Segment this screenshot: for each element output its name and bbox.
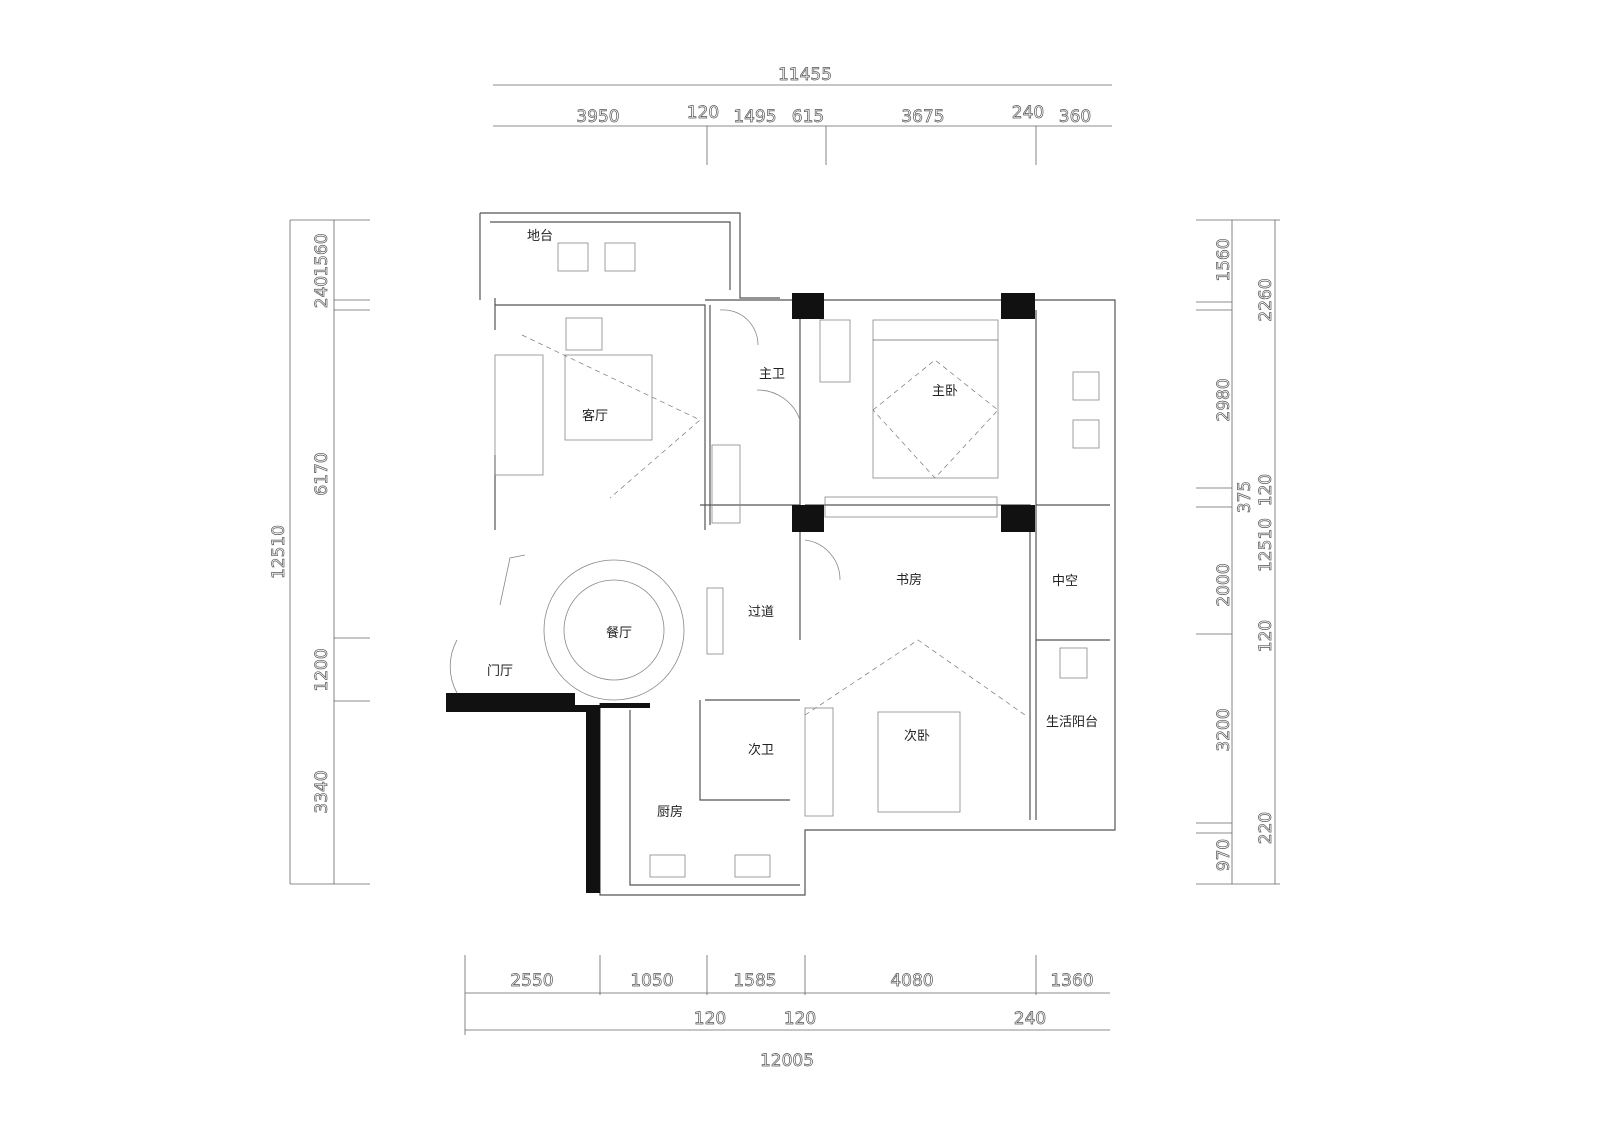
dim-right-outer: 120 bbox=[1256, 620, 1276, 652]
room-label-dining: 餐厅 bbox=[606, 625, 632, 641]
walls bbox=[446, 212, 1116, 896]
dim-top: 120 bbox=[687, 103, 719, 123]
dim-right-outer: 220 bbox=[1256, 812, 1276, 844]
dim-left: 1560 bbox=[312, 233, 332, 276]
dim-top: 3950 bbox=[576, 107, 619, 127]
dim-right: 2980 bbox=[1214, 378, 1234, 421]
room-label-master-bed: 主卧 bbox=[932, 384, 958, 399]
room-label-platform: 地台 bbox=[527, 229, 553, 244]
dim-top-total: 11455 bbox=[778, 65, 832, 85]
dim-top: 3675 bbox=[901, 107, 944, 127]
furniture bbox=[449, 242, 1100, 878]
dim-right-outer: 120 bbox=[1256, 474, 1276, 506]
dim-top: 1495 bbox=[733, 107, 776, 127]
room-label-kitchen: 厨房 bbox=[657, 804, 683, 820]
dim-bottom-small: 240 bbox=[1014, 1009, 1046, 1029]
dim-bottom: 1360 bbox=[1050, 971, 1093, 991]
dim-left: 3340 bbox=[312, 770, 332, 813]
dim-bottom: 1585 bbox=[733, 971, 776, 991]
dim-top: 615 bbox=[792, 107, 824, 127]
dim-bottom-total: 12005 bbox=[760, 1051, 814, 1071]
room-label-foyer: 门厅 bbox=[487, 664, 513, 679]
dim-right: 970 bbox=[1214, 839, 1234, 871]
dimension-lines bbox=[289, 84, 1280, 1035]
dim-top: 360 bbox=[1059, 107, 1091, 127]
room-label-second-bath: 次卫 bbox=[748, 742, 774, 758]
dim-right: 2000 bbox=[1214, 563, 1234, 606]
room-label-second-bed: 次卧 bbox=[904, 728, 930, 744]
column bbox=[1001, 293, 1035, 319]
dim-left: 240 bbox=[312, 276, 332, 308]
dim-bottom: 4080 bbox=[890, 971, 933, 991]
dim-left-total: 12510 bbox=[269, 525, 289, 579]
room-label-void: 中空 bbox=[1052, 574, 1078, 589]
dim-right-outer: 12510 bbox=[1256, 518, 1276, 572]
column bbox=[792, 293, 824, 319]
room-label-study: 书房 bbox=[896, 572, 922, 588]
dim-bottom: 1050 bbox=[630, 971, 673, 991]
dim-right: 1560 bbox=[1214, 238, 1234, 281]
room-label-corridor: 过道 bbox=[748, 605, 774, 620]
column bbox=[792, 505, 824, 532]
dim-bottom-small: 120 bbox=[694, 1009, 726, 1029]
room-label-living: 客厅 bbox=[582, 408, 608, 424]
dim-top: 240 bbox=[1012, 103, 1044, 123]
dim-bottom-small: 120 bbox=[784, 1009, 816, 1029]
room-labels: 地台 客厅 主卫 主卧 书房 中空 过道 餐厅 门厅 次卫 次卧 厨房 生活阳台 bbox=[487, 229, 1098, 820]
wall-solid bbox=[446, 693, 600, 893]
room-label-service-balcony: 生活阳台 bbox=[1046, 715, 1098, 730]
dim-left: 1200 bbox=[312, 648, 332, 691]
dim-left-group: 12510 240 1560 6170 1200 3340 1560 2980 … bbox=[269, 233, 1277, 872]
dim-right: 375 bbox=[1235, 481, 1255, 513]
dim-left: 6170 bbox=[312, 452, 332, 495]
dim-right: 3200 bbox=[1214, 708, 1234, 751]
dim-right-outer: 2260 bbox=[1256, 278, 1276, 321]
room-label-master-bath: 主卫 bbox=[759, 367, 785, 382]
column bbox=[1001, 505, 1035, 532]
dim-bottom: 2550 bbox=[510, 971, 553, 991]
